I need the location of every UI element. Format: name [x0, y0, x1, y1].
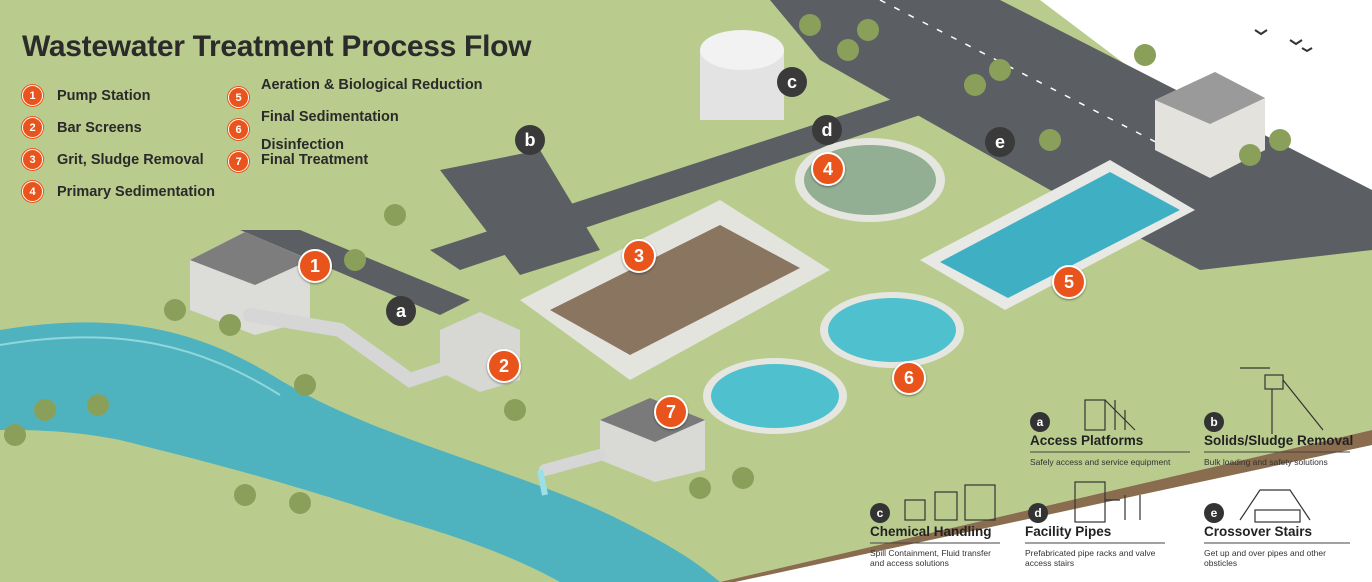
- access-platform-icon: [1084, 399, 1136, 431]
- legend-item-7: 7 Disinfection Final Treatment: [228, 138, 368, 172]
- card-title-chemical: Chemical Handling: [870, 524, 992, 539]
- marker-a: a: [386, 296, 416, 326]
- legend-item-1: 1 Pump Station: [22, 85, 150, 106]
- marker-c: c: [777, 67, 807, 97]
- legend-badge: 2: [22, 117, 43, 138]
- card-desc-chemical: Spill Containment, Fluid transfer and ac…: [870, 548, 991, 568]
- card-title-stairs: Crossover Stairs: [1204, 524, 1313, 539]
- legend-item-3: 3 Grit, Sludge Removal: [22, 149, 204, 170]
- road-lower: [240, 230, 470, 315]
- card-title-access: Access Platforms: [1030, 433, 1144, 448]
- card-badge-e: e: [1204, 503, 1224, 523]
- diagram-title: Wastewater Treatment Process Flow: [22, 30, 532, 63]
- legend-label-stack: Disinfection Final Treatment: [261, 138, 368, 168]
- legend-label: Disinfection: [261, 137, 344, 153]
- legend-label: Grit, Sludge Removal: [57, 151, 204, 168]
- legend-item-4: 4 Primary Sedimentation: [22, 181, 215, 202]
- marker-3: 3: [622, 239, 656, 273]
- legend-label: Final Sedimentation: [261, 108, 399, 125]
- card-desc-sludge: Bulk loading and safety solutions: [1204, 457, 1328, 467]
- marker-6: 6: [892, 361, 926, 395]
- road-truck: [440, 150, 600, 275]
- legend-badge: 7: [228, 151, 249, 172]
- marker-e: e: [985, 127, 1015, 157]
- card-badge-d: d: [1028, 503, 1048, 523]
- marker-1: 1: [298, 249, 332, 283]
- card-desc-access: Safely access and service equipment: [1030, 457, 1171, 467]
- legend-badge: 5: [228, 87, 249, 108]
- legend-item-2: 2 Bar Screens: [22, 117, 142, 138]
- bird-icon: [1254, 29, 1313, 53]
- card-desc-stairs: Get up and over pipes and other obsticle…: [1204, 548, 1326, 568]
- marker-b: b: [515, 125, 545, 155]
- marker-7: 7: [654, 395, 688, 429]
- legend-label: Aeration & Biological Reduction: [261, 76, 483, 93]
- marker-d: d: [812, 115, 842, 145]
- legend-item-6: 6 Final Sedimentation: [228, 106, 399, 140]
- sludge-removal-icon: [1240, 367, 1324, 434]
- card-badge-b: b: [1204, 412, 1224, 432]
- marker-2: 2: [487, 349, 521, 383]
- legend-label: Bar Screens: [57, 119, 142, 136]
- trees: [4, 14, 1291, 514]
- card-title-pipes: Facility Pipes: [1025, 524, 1112, 539]
- legend-label: Primary Sedimentation: [57, 183, 215, 200]
- legend-badge: 3: [22, 149, 43, 170]
- card-desc-pipes: Prefabricated pipe racks and valve acces…: [1025, 548, 1156, 568]
- legend-item-5: 5 Aeration & Biological Reduction: [228, 74, 483, 108]
- card-badge-c: c: [870, 503, 890, 523]
- legend-badge: 1: [22, 85, 43, 106]
- card-title-sludge: Solids/Sludge Removal: [1204, 433, 1354, 448]
- card-badge-a: a: [1030, 412, 1050, 432]
- parking-lot: [770, 0, 1372, 270]
- legend-label: Pump Station: [57, 87, 151, 104]
- legend-badge: 6: [228, 119, 249, 140]
- marker-4: 4: [811, 152, 845, 186]
- facility-pipes-icon: [1074, 481, 1141, 523]
- legend-label: Final Treatment: [261, 152, 369, 168]
- river: [0, 322, 720, 582]
- crossover-stairs-icon: [1239, 489, 1311, 523]
- marker-5: 5: [1052, 265, 1086, 299]
- legend-badge: 4: [22, 181, 43, 202]
- chemical-handling-icon: [904, 484, 996, 521]
